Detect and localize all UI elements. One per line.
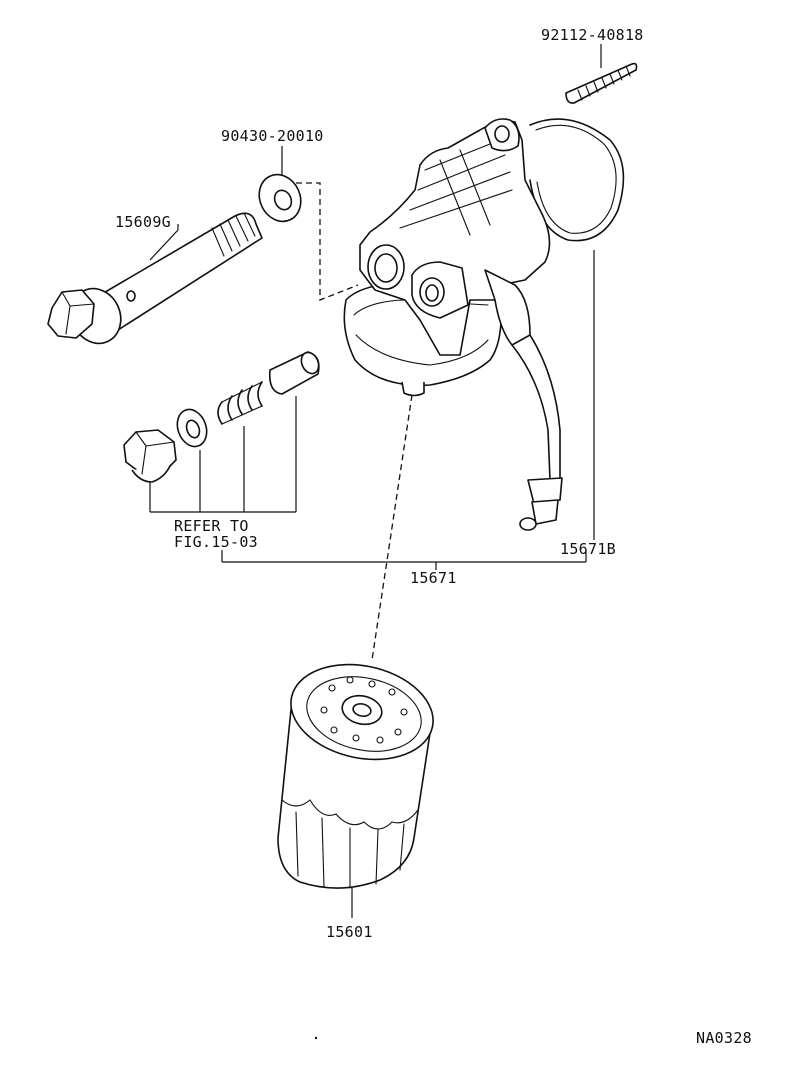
label-refer-line2[interactable]: FIG.15-03 bbox=[174, 533, 258, 551]
label-gasket-washer[interactable]: 90430-20010 bbox=[221, 127, 324, 145]
label-stud[interactable]: 92112-40818 bbox=[541, 26, 644, 44]
label-bracket-assy[interactable]: 15671 bbox=[410, 569, 457, 587]
figure-code: NA0328 bbox=[696, 1029, 752, 1047]
union-bolt-part[interactable] bbox=[47, 212, 263, 352]
o-ring-part[interactable] bbox=[529, 118, 625, 540]
bracket-assy-leader bbox=[221, 550, 587, 570]
dashed-assembly-lines bbox=[296, 182, 413, 661]
stud-bolt-part[interactable] bbox=[565, 44, 638, 104]
label-oil-filter[interactable]: 15601 bbox=[326, 923, 373, 941]
label-union-bolt[interactable]: 15609G bbox=[115, 213, 171, 231]
oil-filter-part[interactable] bbox=[277, 652, 442, 918]
relief-valve-parts[interactable] bbox=[123, 350, 322, 513]
oil-pipe-part[interactable] bbox=[511, 334, 563, 531]
filter-bracket-part[interactable] bbox=[343, 118, 551, 397]
stray-dot bbox=[314, 1036, 318, 1040]
label-refer-line1: REFER TO bbox=[174, 517, 249, 535]
gasket-washer-part[interactable] bbox=[252, 146, 309, 228]
label-o-ring[interactable]: 15671B bbox=[560, 540, 616, 558]
